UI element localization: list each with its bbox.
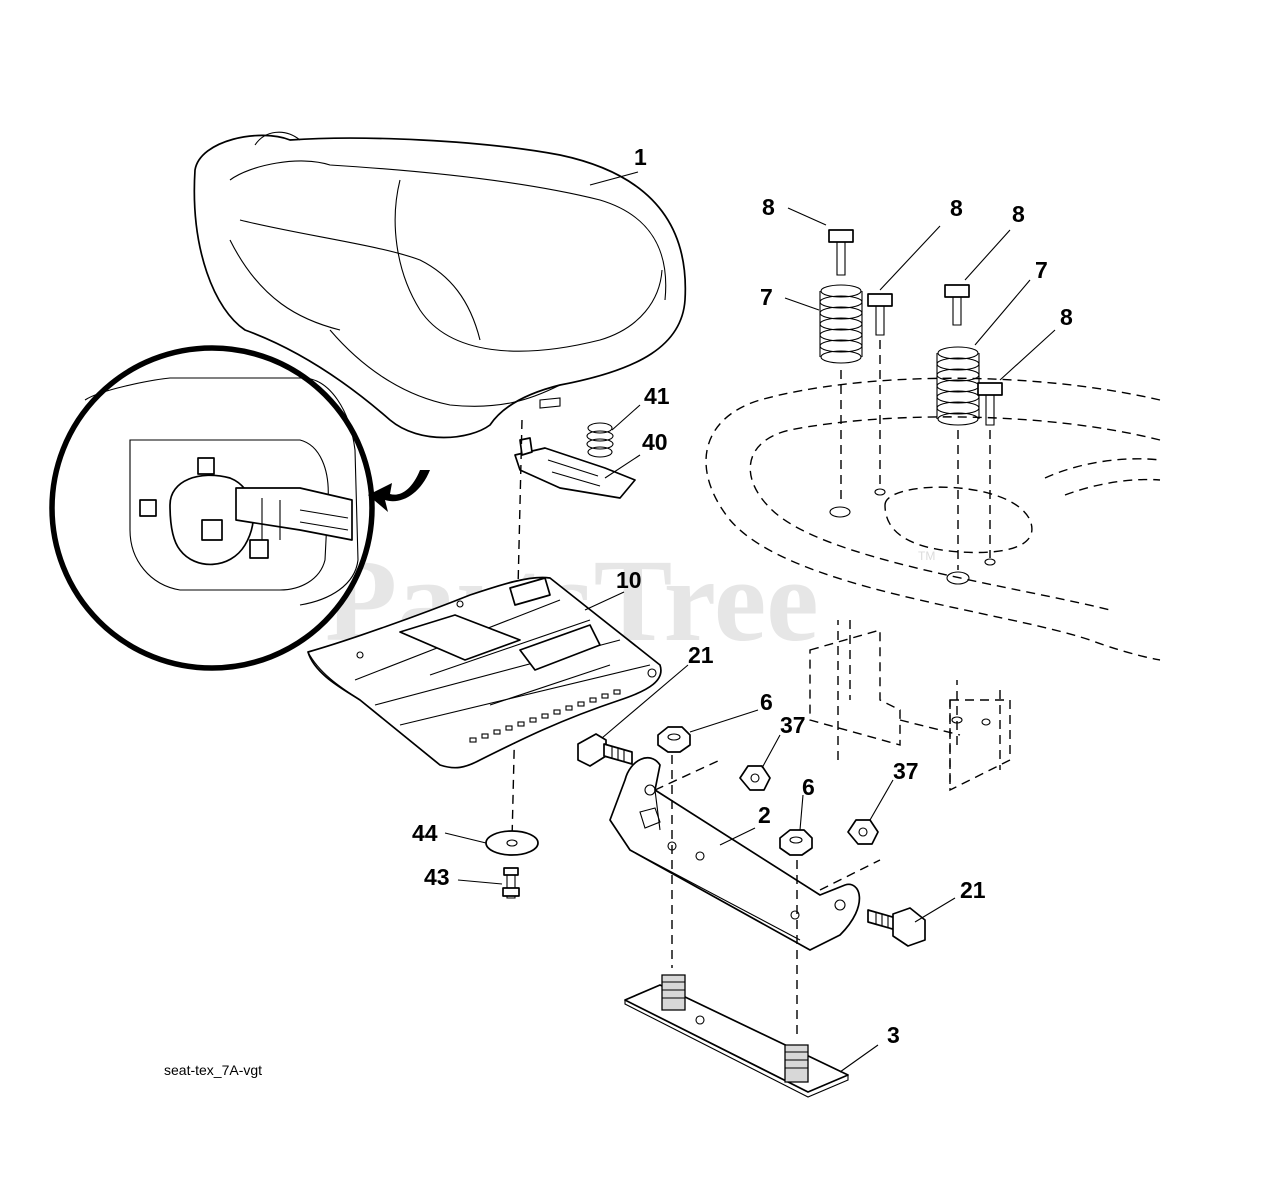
callout-shoulder-bolt-left: 21 bbox=[688, 642, 714, 668]
callout-clip: 40 bbox=[642, 429, 668, 455]
seat-pan-slots bbox=[469, 689, 621, 743]
callout-bolt-d: 8 bbox=[1060, 304, 1073, 330]
callout-locknut-top: 37 bbox=[780, 712, 806, 738]
base-plate bbox=[624, 974, 849, 1098]
curved-arrow-icon bbox=[368, 470, 430, 512]
latch-detail-view bbox=[49, 345, 375, 671]
callout-spring-left: 7 bbox=[760, 284, 773, 310]
seat-pan bbox=[307, 576, 662, 769]
callout-screw: 44 bbox=[412, 820, 438, 846]
bolt-guide-lines bbox=[837, 340, 991, 760]
seat bbox=[193, 131, 687, 439]
mower-frame-outline bbox=[705, 377, 1161, 792]
shoulder-bolt-icon bbox=[577, 733, 926, 947]
callout-bolt-b: 8 bbox=[950, 195, 963, 221]
spring-right bbox=[936, 346, 980, 426]
mounting-holes bbox=[829, 488, 996, 726]
callout-shoulder-bolt-right: 21 bbox=[960, 877, 986, 903]
watermark-trademark: TM bbox=[918, 549, 935, 563]
callout-plate: 3 bbox=[887, 1022, 900, 1048]
bracket-to-plate-guides bbox=[654, 740, 881, 1040]
callout-nut-mid: 6 bbox=[802, 774, 815, 800]
seat-bracket bbox=[609, 757, 861, 951]
callout-small-spring: 41 bbox=[644, 383, 670, 409]
leader-lines bbox=[444, 171, 1056, 1073]
screw-icon bbox=[502, 867, 520, 899]
callout-seat-pan: 10 bbox=[616, 567, 642, 593]
callout-seat: 1 bbox=[634, 144, 647, 170]
callout-nut-top: 6 bbox=[760, 689, 773, 715]
bolt-icon bbox=[828, 229, 1003, 426]
callout-spring-right: 7 bbox=[1035, 257, 1048, 283]
callout-bolt-a: 8 bbox=[762, 194, 775, 220]
spring-left bbox=[819, 284, 863, 364]
small-spring bbox=[586, 422, 614, 458]
seat-clip bbox=[514, 437, 636, 499]
callout-bolt-c: 8 bbox=[1012, 201, 1025, 227]
washer-icon bbox=[485, 830, 539, 856]
figure-caption: seat-tex_7A-vgt bbox=[164, 1062, 262, 1078]
callout-bracket: 2 bbox=[758, 802, 771, 828]
lock-nut-icon bbox=[739, 765, 879, 845]
hex-nut-icon bbox=[657, 726, 813, 856]
callout-locknut-mid: 37 bbox=[893, 758, 919, 784]
callout-washer: 43 bbox=[424, 864, 450, 890]
